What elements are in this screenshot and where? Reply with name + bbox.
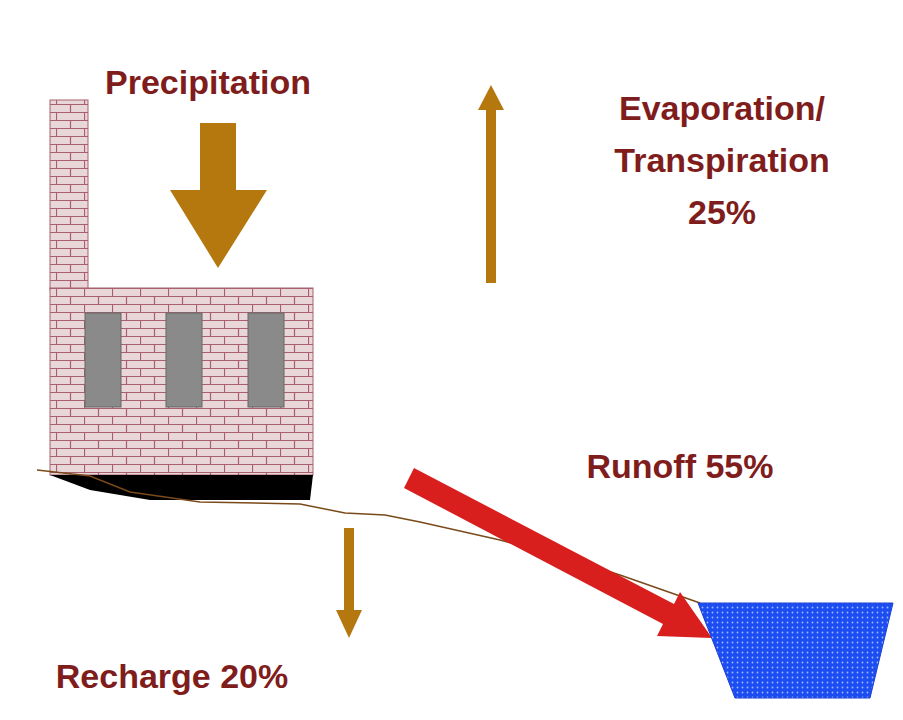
chimney — [50, 100, 88, 290]
process-label: Recharge 20% — [56, 650, 288, 702]
window — [85, 313, 121, 407]
pond — [698, 603, 893, 698]
window — [166, 313, 202, 407]
evaporation-arrow — [478, 85, 504, 283]
runoff-arrow — [404, 468, 712, 638]
pavement-slab — [50, 475, 313, 500]
factory-building — [50, 288, 313, 475]
window — [248, 313, 284, 407]
process-label: Precipitation — [105, 56, 311, 108]
recharge-arrow — [336, 528, 362, 638]
process-label: Evaporation/ Transpiration 25% — [614, 82, 829, 238]
precipitation-arrow — [170, 123, 267, 268]
process-label: Runoff 55% — [587, 440, 774, 492]
